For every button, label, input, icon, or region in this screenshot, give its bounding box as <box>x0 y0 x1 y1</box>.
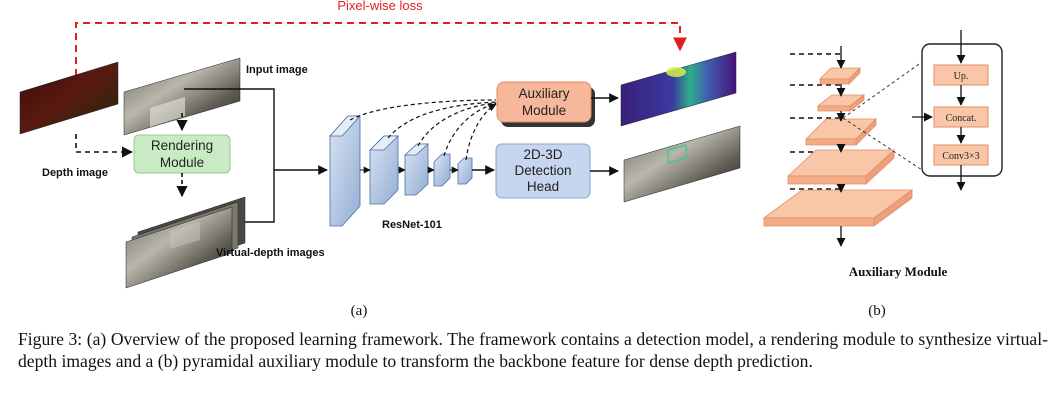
panel-b-sublabel: (b) <box>868 303 886 319</box>
virtual-depth-images-label: Virtual-depth images <box>216 247 325 259</box>
up-block-label: Up. <box>954 71 969 82</box>
detection-output-image <box>623 125 741 203</box>
auxiliary-module-line2: Module <box>522 103 566 118</box>
depth-image-label: Depth image <box>42 167 108 179</box>
figure-caption: Figure 3: (a) Overview of the proposed l… <box>18 329 1048 371</box>
backbone-stage-5 <box>457 157 473 185</box>
auxiliary-detail-box: Up. Concat. Conv3×3 <box>912 30 1003 191</box>
depth-image <box>19 61 119 135</box>
auxiliary-module-line1: Auxiliary <box>518 86 569 101</box>
pixel-wise-loss-arrow <box>75 22 687 88</box>
input-image-label: Input image <box>246 64 308 76</box>
resnet-label: ResNet-101 <box>382 219 442 231</box>
feature-to-auxiliary-connections <box>349 99 497 161</box>
detection-head-line2: Detection <box>514 163 571 178</box>
pyramid-level-1 <box>819 67 861 85</box>
panel-a-sublabel: (a) <box>351 303 368 319</box>
virtual-depth-images <box>125 196 246 289</box>
rendering-module-line1: Rendering <box>151 138 213 153</box>
pyramid-level-4 <box>786 149 896 185</box>
resnet-backbone <box>329 115 473 227</box>
conv-block-label: Conv3×3 <box>942 151 979 162</box>
predicted-depth-map <box>620 51 737 127</box>
backbone-stage-4 <box>433 153 451 187</box>
pyramid-level-2 <box>816 94 866 112</box>
input-image <box>123 57 241 136</box>
concat-block-label: Concat. <box>946 113 977 124</box>
auxiliary-module-box: Auxiliary Module <box>496 81 595 127</box>
detection-head-box: 2D-3D Detection Head <box>495 143 591 199</box>
rendering-module-box: Rendering Module <box>133 134 231 174</box>
input-to-backbone-line <box>184 88 275 223</box>
detection-head-line3: Head <box>527 179 559 194</box>
pyramid-level-3 <box>805 118 877 146</box>
depth-to-rendering-arrow <box>75 134 134 158</box>
auxiliary-module-title: Auxiliary Module <box>849 264 948 279</box>
pyramid-level-5 <box>762 189 914 227</box>
auxiliary-pyramid <box>762 46 923 247</box>
rendering-module-line2: Module <box>160 155 204 170</box>
pixel-wise-loss-label: Pixel-wise loss <box>337 0 423 13</box>
detection-head-line1: 2D-3D <box>523 147 562 162</box>
figure-diagram: Pixel-wise loss Depth image Input image … <box>19 0 1003 319</box>
